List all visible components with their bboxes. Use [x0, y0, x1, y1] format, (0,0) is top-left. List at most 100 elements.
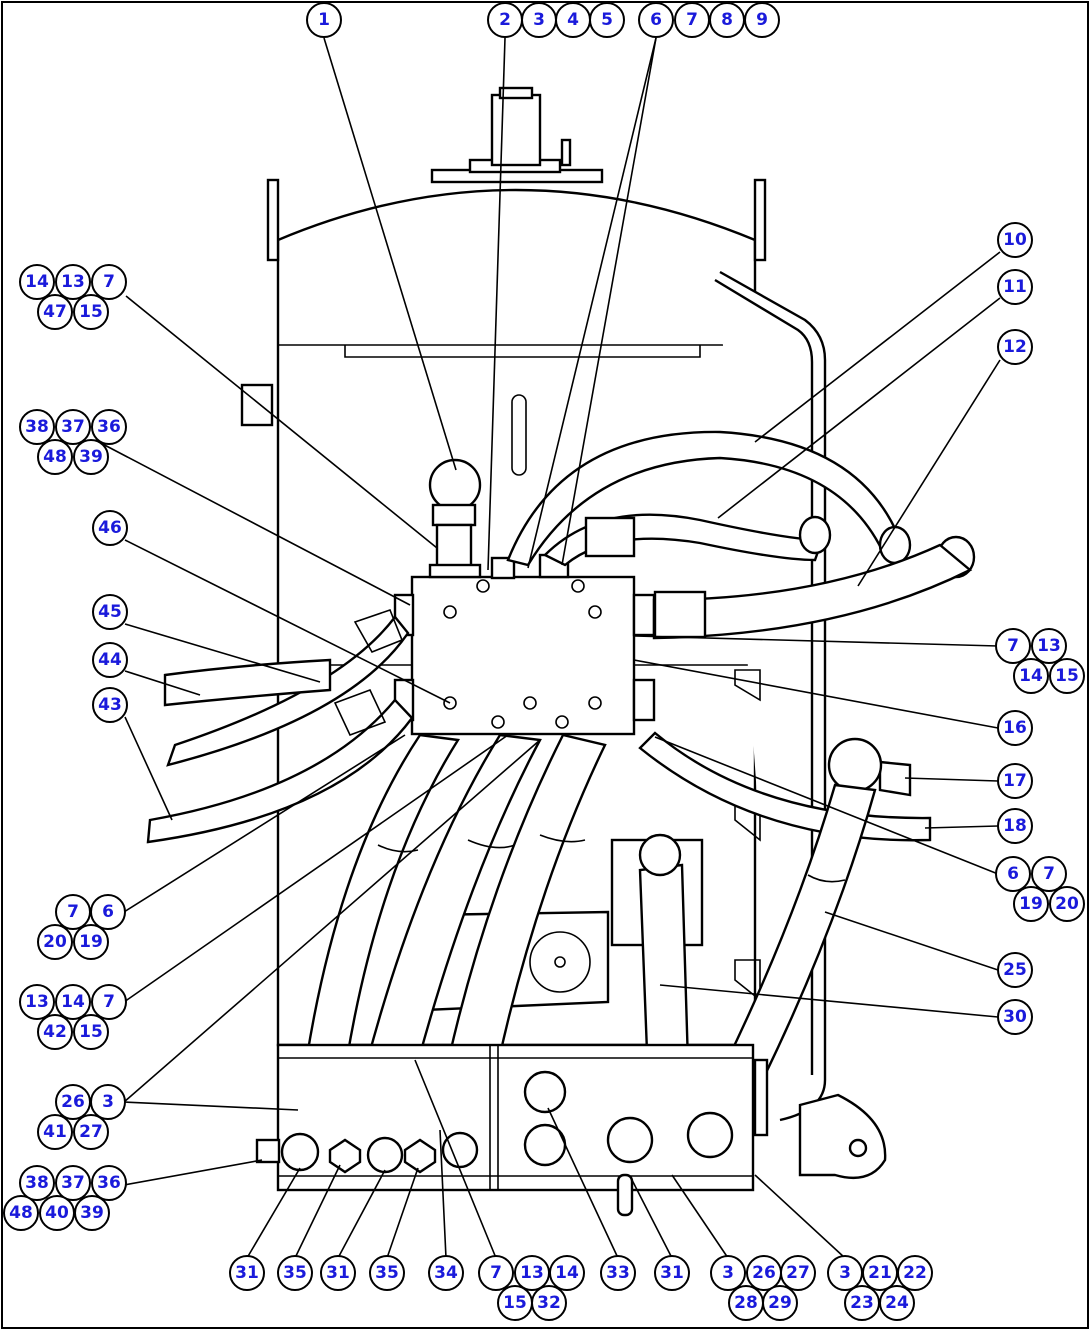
callout-35-a: 35	[277, 1255, 313, 1291]
svg-text:11: 11	[1003, 277, 1027, 297]
callout-14-13-7-47-15: 14 13 7 47 15	[19, 264, 127, 330]
callout-31-c: 31	[654, 1255, 690, 1291]
svg-text:36: 36	[97, 417, 121, 437]
callout-1: 1	[306, 2, 342, 38]
callout-6-9: 6 7 8 9	[638, 2, 780, 38]
bottom-manifold	[255, 1043, 887, 1217]
svg-text:31: 31	[235, 1263, 259, 1283]
callout-12: 12	[997, 329, 1033, 365]
callout-7-6-20-19-left: 7 6 20 19	[37, 894, 126, 960]
svg-text:26: 26	[61, 1092, 85, 1112]
callout-38-37-36-48-40-39: 38 37 36 48 40 39	[3, 1165, 127, 1231]
leader-lines	[94, 37, 1001, 1259]
callout-35-b: 35	[369, 1255, 405, 1291]
callout-18: 18	[997, 808, 1033, 844]
callout-7-13-14-15-right: 7 13 14 15	[995, 628, 1085, 694]
svg-text:31: 31	[326, 1263, 350, 1283]
callout-43: 43	[92, 687, 128, 723]
svg-text:7: 7	[1043, 864, 1055, 884]
svg-text:7: 7	[490, 1263, 502, 1283]
callout-33: 33	[600, 1255, 636, 1291]
callout-7-13-14-15-32: 7 13 14 15 32	[478, 1255, 585, 1321]
svg-text:5: 5	[601, 10, 613, 30]
svg-text:7: 7	[103, 992, 115, 1012]
svg-text:22: 22	[903, 1263, 927, 1283]
callout-2-5: 2 3 4 5	[487, 2, 625, 38]
svg-text:39: 39	[79, 447, 103, 467]
callout-25: 25	[997, 952, 1033, 988]
callout-30: 30	[997, 999, 1033, 1035]
svg-text:3: 3	[102, 1092, 114, 1112]
svg-text:29: 29	[768, 1293, 792, 1313]
svg-text:24: 24	[885, 1293, 909, 1313]
svg-text:1: 1	[318, 10, 330, 30]
svg-text:31: 31	[660, 1263, 684, 1283]
tank-top-cover	[430, 86, 604, 184]
callout-45: 45	[92, 594, 128, 630]
svg-text:15: 15	[79, 302, 103, 322]
svg-text:6: 6	[650, 10, 662, 30]
svg-text:27: 27	[786, 1263, 810, 1283]
callout-3-26-27-28-29: 3 26 27 28 29	[710, 1255, 816, 1321]
svg-text:15: 15	[503, 1293, 527, 1313]
svg-text:14: 14	[555, 1263, 579, 1283]
callout-31-a: 31	[229, 1255, 265, 1291]
svg-text:8: 8	[721, 10, 733, 30]
callout-13-14-7-42-15: 13 14 7 42 15	[19, 984, 127, 1050]
svg-text:13: 13	[520, 1263, 544, 1283]
svg-text:30: 30	[1003, 1007, 1027, 1027]
callout-44: 44	[92, 642, 128, 678]
svg-text:16: 16	[1003, 718, 1027, 738]
svg-text:15: 15	[1055, 666, 1079, 686]
svg-text:35: 35	[283, 1263, 307, 1283]
callout-17: 17	[997, 763, 1033, 799]
svg-text:17: 17	[1003, 771, 1027, 791]
svg-text:13: 13	[61, 272, 85, 292]
svg-text:32: 32	[537, 1293, 561, 1313]
svg-text:14: 14	[61, 992, 85, 1012]
svg-text:37: 37	[61, 1173, 85, 1193]
control-valve	[393, 575, 656, 736]
svg-text:47: 47	[43, 302, 67, 322]
svg-text:43: 43	[98, 695, 122, 715]
svg-text:7: 7	[1007, 636, 1019, 656]
svg-text:36: 36	[97, 1173, 121, 1193]
callout-11: 11	[997, 269, 1033, 305]
svg-text:18: 18	[1003, 816, 1027, 836]
svg-text:10: 10	[1003, 230, 1027, 250]
svg-text:25: 25	[1003, 960, 1027, 980]
svg-text:7: 7	[103, 272, 115, 292]
callout-balloons: 1 2 3 4 5 6 7 8 9 10 11 12 14 13 7 47 15	[3, 2, 1085, 1321]
svg-text:7: 7	[67, 902, 79, 922]
svg-text:7: 7	[686, 10, 698, 30]
svg-text:40: 40	[45, 1203, 69, 1223]
callout-3-21-22-23-24: 3 21 22 23 24	[827, 1255, 933, 1321]
svg-text:42: 42	[43, 1022, 67, 1042]
svg-text:15: 15	[79, 1022, 103, 1042]
svg-text:20: 20	[1055, 894, 1079, 914]
svg-text:14: 14	[25, 272, 49, 292]
svg-text:37: 37	[61, 417, 85, 437]
svg-text:3: 3	[533, 10, 545, 30]
callout-34: 34	[428, 1255, 464, 1291]
svg-text:2: 2	[499, 10, 511, 30]
svg-text:14: 14	[1019, 666, 1043, 686]
svg-text:38: 38	[25, 417, 49, 437]
svg-text:4: 4	[567, 10, 579, 30]
svg-text:23: 23	[850, 1293, 874, 1313]
svg-text:3: 3	[722, 1263, 734, 1283]
svg-text:33: 33	[606, 1263, 630, 1283]
svg-text:45: 45	[98, 602, 122, 622]
valve-top-fittings	[428, 458, 570, 580]
callout-10: 10	[997, 222, 1033, 258]
callout-6-7-19-20-right: 6 7 19 20	[995, 856, 1085, 922]
svg-text:28: 28	[734, 1293, 758, 1313]
callout-38-37-36-48-39: 38 37 36 48 39	[19, 409, 127, 475]
svg-text:44: 44	[98, 650, 122, 670]
svg-text:13: 13	[25, 992, 49, 1012]
svg-text:35: 35	[375, 1263, 399, 1283]
svg-text:3: 3	[839, 1263, 851, 1283]
svg-text:48: 48	[9, 1203, 33, 1223]
svg-text:38: 38	[25, 1173, 49, 1193]
